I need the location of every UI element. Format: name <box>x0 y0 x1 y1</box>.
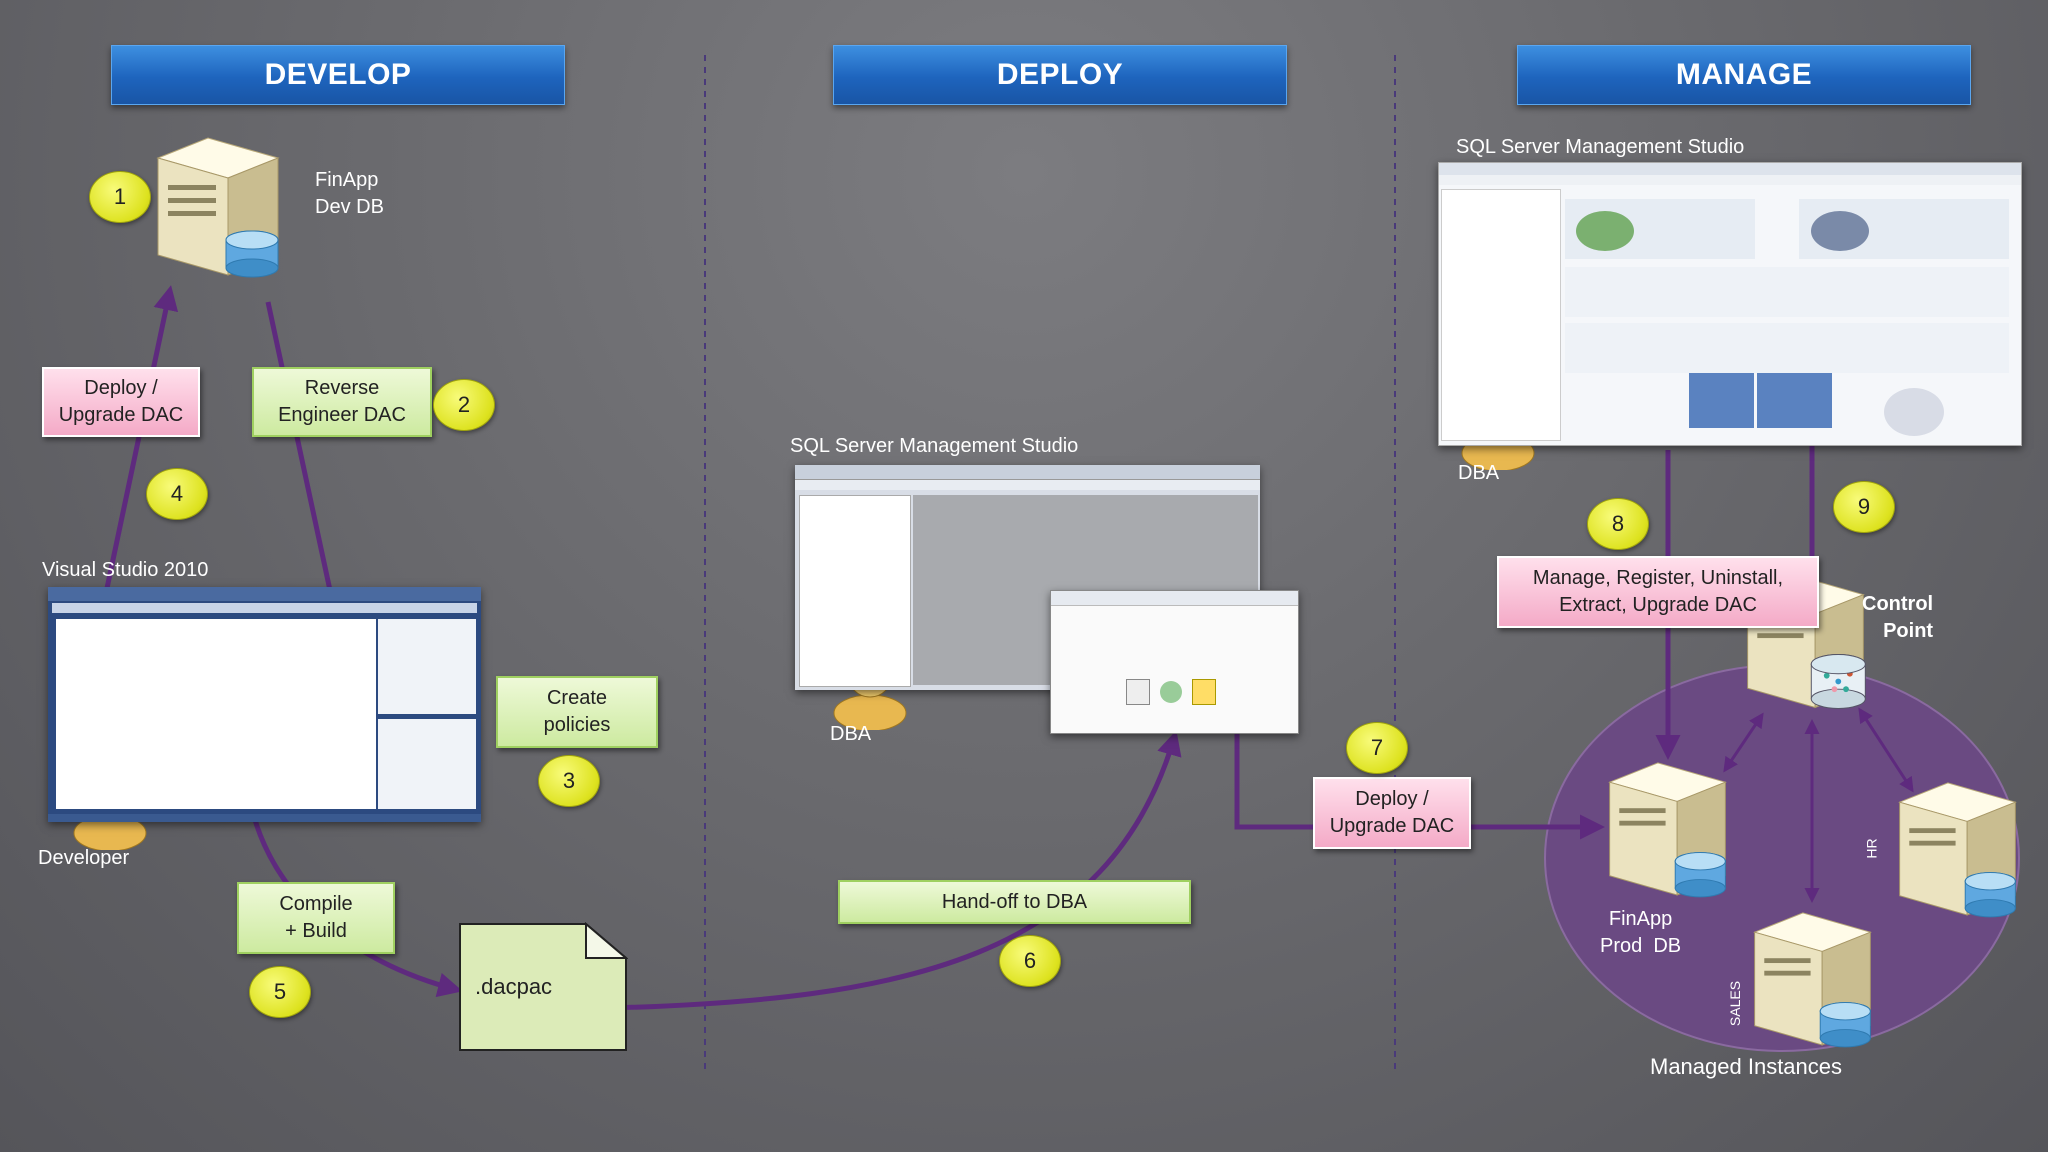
visual-studio-label: Visual Studio 2010 <box>42 559 209 581</box>
sales-label: SALES <box>1727 980 1744 1027</box>
header-manage: MANAGE <box>1517 45 1971 105</box>
ssms-manage-screenshot <box>1438 162 2022 446</box>
finapp-prod-db-label: FinApp Prod DB <box>1600 908 1682 957</box>
dacpac-label: .dacpac <box>475 974 553 999</box>
visual-studio-screenshot <box>48 587 481 822</box>
reverse-engineer-dac-box: Reverse Engineer DAC <box>252 367 432 437</box>
step-9-circle: 9 <box>1833 481 1895 533</box>
hr-label: HR <box>1863 838 1880 859</box>
arrow-cp-prod <box>1723 712 1764 773</box>
step-6-circle: 6 <box>999 935 1061 987</box>
deploy-wizard-screenshot <box>1050 590 1299 734</box>
server-hr-icon <box>1898 782 2017 918</box>
server-sales-icon <box>1753 912 1872 1048</box>
header-develop: DEVELOP <box>111 45 565 105</box>
dba-deploy-label: DBA <box>830 723 872 745</box>
dba-manage-label: DBA <box>1458 462 1500 484</box>
arrow-deploy-upgrade-left <box>92 285 179 646</box>
dacpac-file-icon <box>459 922 628 1051</box>
deploy-upgrade-dac-box-left: Deploy / Upgrade DAC <box>42 367 200 437</box>
managed-instances-label: Managed Instances <box>1650 1054 1843 1079</box>
step-4-circle: 4 <box>146 468 208 520</box>
developer-label: Developer <box>38 847 130 869</box>
ssms-manage-label: SQL Server Management Studio <box>1456 136 1745 158</box>
control-point-label: Control Point <box>1862 593 1934 642</box>
compile-build-box: Compile + Build <box>237 882 395 954</box>
server-dev-db-icon <box>156 137 280 278</box>
deploy-upgrade-dac-box-right: Deploy / Upgrade DAC <box>1313 777 1471 849</box>
manage-register-uninstall-box: Manage, Register, Uninstall, Extract, Up… <box>1497 556 1819 628</box>
arrow-deploy-upgrade-right <box>1234 718 1605 840</box>
arrow-cp-hr <box>1858 707 1914 793</box>
step-5-circle: 5 <box>249 966 311 1018</box>
step-3-circle: 3 <box>538 755 600 807</box>
ssms-deploy-label: SQL Server Management Studio <box>790 435 1079 457</box>
arrow-handoff <box>609 730 1182 1011</box>
create-policies-box: Create policies <box>496 676 658 748</box>
header-deploy: DEPLOY <box>833 45 1287 105</box>
step-2-circle: 2 <box>433 379 495 431</box>
step-8-circle: 8 <box>1587 498 1649 550</box>
hand-off-to-dba-box: Hand-off to DBA <box>838 880 1191 924</box>
step-1-circle: 1 <box>89 171 151 223</box>
server-prod-db-icon <box>1608 762 1727 898</box>
step-7-circle: 7 <box>1346 722 1408 774</box>
finapp-dev-db-label: FinApp Dev DB <box>315 169 384 218</box>
